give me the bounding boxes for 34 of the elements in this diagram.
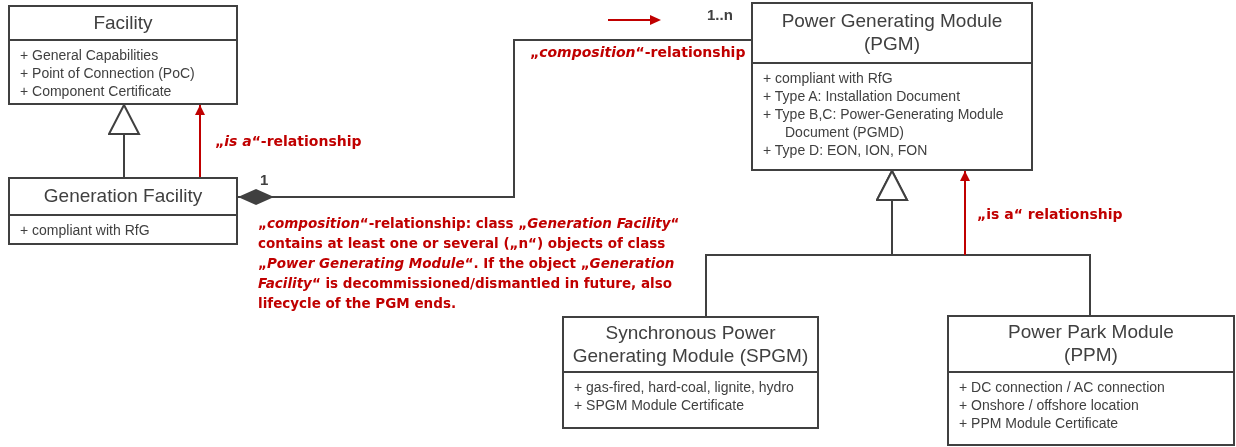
class-name: Power Generating Module (PGM) xyxy=(780,10,1004,56)
class-attribute: + Type B,C: Power-Generating Module Document (PGMD) xyxy=(763,105,1005,141)
class-attribute: + compliant with RfG xyxy=(20,221,151,239)
edge-label: „composition“-relationship xyxy=(530,44,746,60)
annotation-note: „composition“-relationship: class „Generation Facility“ contains at least one or several („n“) objects of class „Power Generating Module“. If the object „Generation Facility“ is decommissioned/dismantled in future, also lifecycle of the PGM ends. xyxy=(258,214,681,313)
class-name: Facility xyxy=(93,11,153,35)
composition-connector xyxy=(237,39,752,205)
class-box xyxy=(751,2,1033,171)
class-attribute: + DC connection / AC connection xyxy=(959,378,1166,396)
class-attribute: + gas-fired, hard-coal, lignite, hydro xyxy=(574,378,795,396)
class-attribute: + Point of Connection (PoC) xyxy=(20,64,196,82)
class-attribute: + PPM Module Certificate xyxy=(959,414,1120,432)
class-box xyxy=(8,5,238,105)
generalization-arrow xyxy=(876,170,1091,316)
relationship-arrow xyxy=(960,170,970,256)
edge-label: „is a“ relationship xyxy=(977,206,1123,222)
relationship-arrow xyxy=(195,104,205,178)
edge-label: „is a“-relationship xyxy=(215,133,362,149)
multiplicity-label: 1 xyxy=(260,171,269,188)
multiplicity-label: 1..n xyxy=(707,6,733,23)
class-box xyxy=(947,315,1235,446)
class-attribute: + Type D: EON, ION, FON xyxy=(763,141,929,159)
class-name: Generation Facility xyxy=(43,185,203,208)
class-attribute: + Component Certificate xyxy=(20,82,173,100)
class-attribute: + Onshore / offshore location xyxy=(959,396,1140,414)
class-box xyxy=(8,177,238,245)
class-name: Power Park Module (PPM) xyxy=(1007,321,1175,367)
class-attribute: + compliant with RfG xyxy=(763,69,894,87)
class-box xyxy=(562,316,819,429)
class-name: Synchronous Power Generating Module (SPGM) xyxy=(571,321,810,368)
class-attribute: + SPGM Module Certificate xyxy=(574,396,745,414)
class-attribute: + Type A: Installation Document xyxy=(763,87,962,105)
class-attribute: + General Capabilities xyxy=(20,46,160,64)
generalization-arrow xyxy=(108,104,140,178)
